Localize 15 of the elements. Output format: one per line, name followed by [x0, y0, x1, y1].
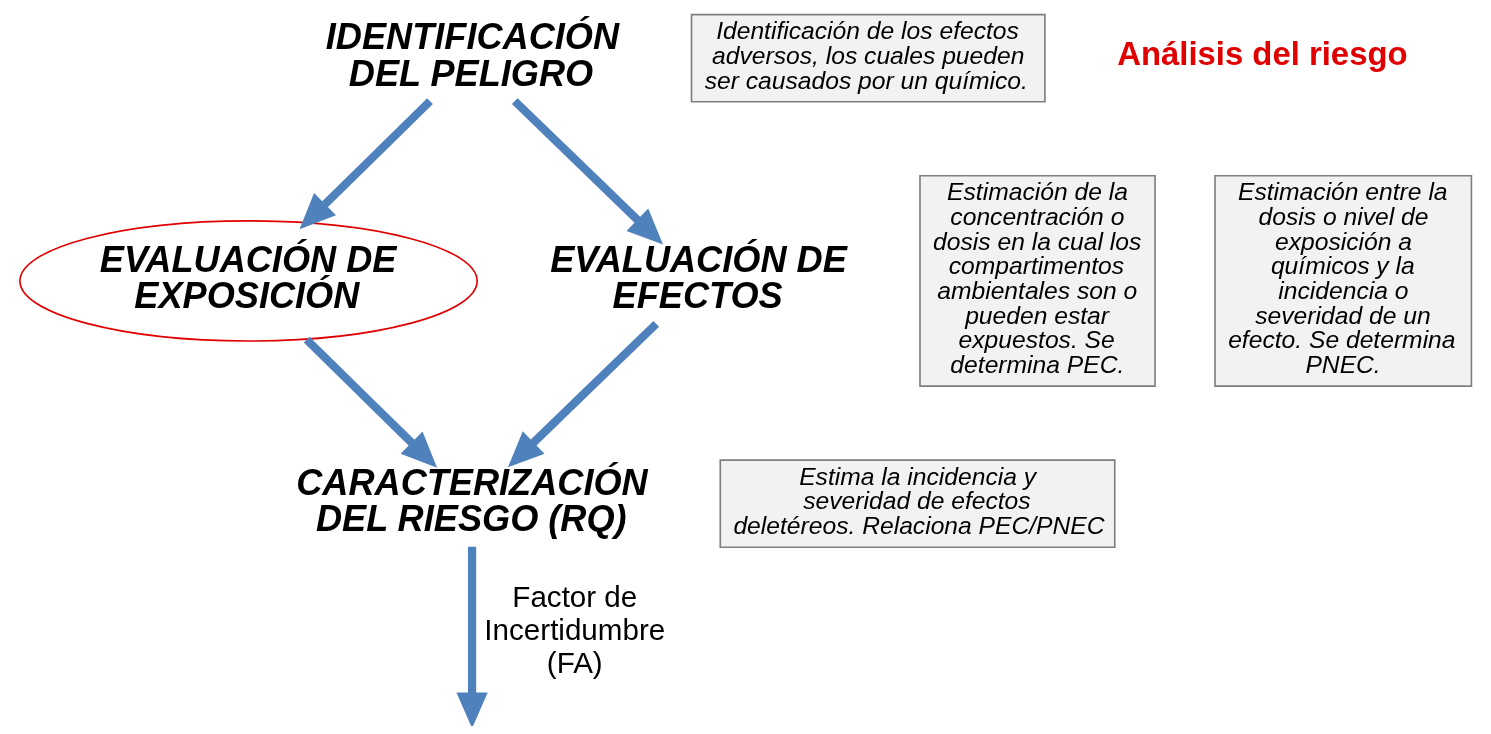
node-box: Estima la incidencia y severidad de efectos deletéreos. Relaciona PEC/PNEC [719, 459, 1116, 549]
arrow [507, 320, 660, 468]
node-box: Estimación de la concentración o dosis en la cual los compartimentos ambientales son o pueden estar expuestos. Se determina PEC. [919, 174, 1156, 387]
arrow [299, 98, 433, 230]
node-box: Identificación de los efectos adversos, los cuales pueden ser causados por un químico. [690, 13, 1046, 103]
label: Análisis del riesgo [1117, 34, 1408, 72]
node-box: Estimación entre la dosis o nivel de exposición a químicos y la incidencia o severidad de un efecto. Se determina PNEC. [1214, 174, 1473, 387]
arrow [511, 98, 664, 245]
node-text: IDENTIFICACIÓN DEL PELIGRO [325, 16, 620, 94]
node-text: EVALUACIÓN DE EFECTOS [550, 239, 847, 317]
node-text: CARACTERIZACIÓN DEL RIESGO (RQ) [296, 461, 648, 539]
node-ellipse: EVALUACIÓN DE EXPOSICIÓN [19, 220, 478, 342]
arrow [303, 336, 438, 468]
edge-label: Factor de Incertidumbre (FA) [484, 580, 666, 679]
arrow [456, 546, 488, 726]
